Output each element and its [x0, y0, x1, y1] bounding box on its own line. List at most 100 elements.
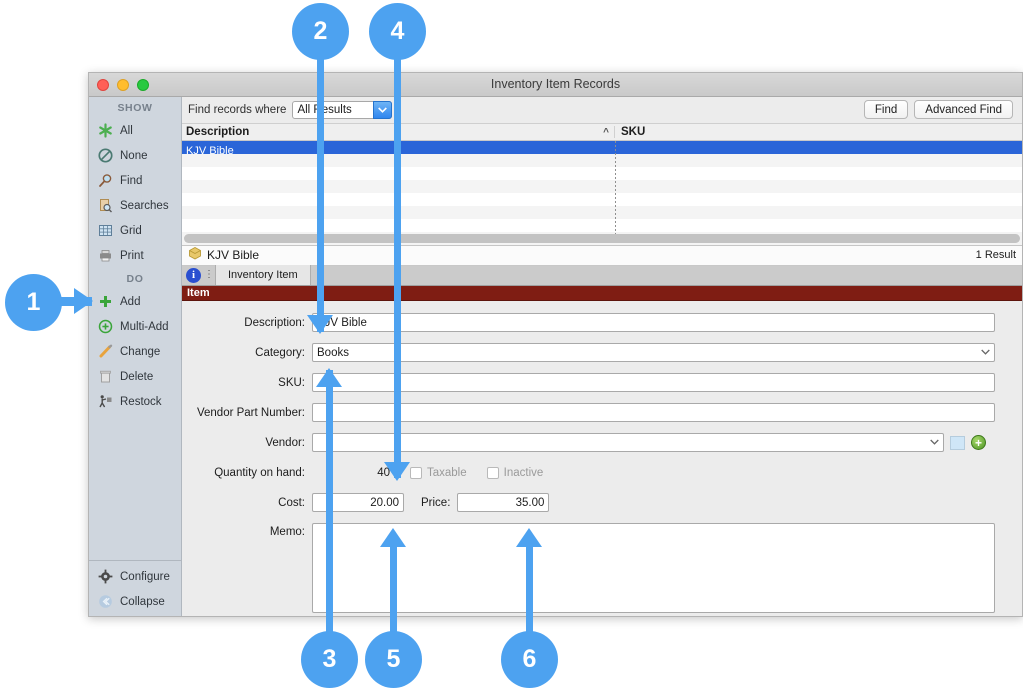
form-row-vendor: Vendor: +: [182, 433, 1022, 453]
vendor-color-swatch[interactable]: [950, 435, 965, 450]
column-header-sku[interactable]: SKU: [621, 125, 646, 138]
tab-inventory-item[interactable]: Inventory Item: [215, 265, 311, 286]
advanced-find-button[interactable]: Advanced Find: [914, 100, 1013, 120]
application-window: Inventory Item Records SHOW: [88, 72, 1023, 617]
memo-label: Memo:: [269, 525, 305, 538]
table-row[interactable]: [182, 205, 1022, 219]
trash-icon: [97, 368, 114, 385]
add-vendor-icon[interactable]: +: [971, 435, 986, 451]
plus-icon: [97, 293, 114, 310]
callout-badge-6: 6: [501, 631, 558, 688]
sidebar-item-restock[interactable]: Restock: [89, 389, 181, 414]
printer-icon: [97, 247, 114, 264]
sidebar-item-all[interactable]: All: [89, 118, 181, 143]
callout-badge-5: 5: [365, 631, 422, 688]
sidebar-item-delete[interactable]: Delete: [89, 364, 181, 389]
sidebar-item-add[interactable]: Add: [89, 289, 181, 314]
table-row[interactable]: [182, 179, 1022, 193]
window-controls[interactable]: [97, 79, 149, 91]
description-field[interactable]: KJV Bible: [312, 313, 995, 333]
callout-leader-5: [390, 545, 397, 633]
column-divider: [615, 140, 616, 245]
multi-add-icon: [97, 318, 114, 335]
pencil-icon: [97, 343, 114, 360]
vendor-label: Vendor:: [265, 436, 305, 449]
sidebar-item-multi-add[interactable]: Multi-Add: [89, 314, 181, 339]
sidebar-item-configure[interactable]: Configure: [89, 564, 181, 589]
find-records-label: Find records where: [188, 103, 287, 116]
find-scope-select[interactable]: All Results: [292, 100, 393, 119]
price-label: Price:: [421, 496, 451, 509]
vendor-part-number-label: Vendor Part Number:: [196, 406, 305, 419]
saved-search-icon: [97, 197, 114, 214]
chevron-down-icon[interactable]: [930, 437, 939, 447]
sidebar-item-label: Change: [120, 345, 161, 358]
sidebar-footer: Configure Collapse: [89, 560, 181, 616]
table-row[interactable]: [182, 193, 1022, 206]
vendor-field[interactable]: [312, 433, 944, 453]
close-button[interactable]: [97, 79, 109, 91]
sidebar-item-change[interactable]: Change: [89, 339, 181, 364]
category-field[interactable]: Books: [312, 343, 995, 363]
callout-leader-4: [394, 58, 401, 478]
form-row-quantity: Quantity on hand: 40 Taxable Inactive: [182, 463, 1022, 483]
horizontal-scrollbar[interactable]: [184, 233, 1020, 243]
sidebar-item-label: Collapse: [120, 595, 165, 608]
sidebar-item-label: Find: [120, 174, 143, 187]
sidebar-item-find[interactable]: Find: [89, 168, 181, 193]
callout-arrow-3: [316, 368, 342, 387]
column-header-description[interactable]: Description ^: [182, 125, 615, 138]
gear-icon: [97, 568, 114, 585]
more-options-icon[interactable]: ⋮: [204, 269, 214, 281]
restock-icon: [97, 393, 114, 410]
section-band-item: Item: [182, 285, 1022, 301]
taxable-checkbox[interactable]: [410, 466, 422, 479]
chevron-down-icon[interactable]: [373, 100, 393, 119]
table-row[interactable]: [182, 153, 1022, 167]
form-row-memo: Memo:: [182, 522, 1022, 613]
find-toolbar: Find records where All Results Find Adva…: [182, 97, 1022, 124]
cell-description: KJV Bible: [186, 144, 234, 157]
zoom-button[interactable]: [137, 79, 149, 91]
form-row-description: Description: KJV Bible: [182, 313, 1022, 333]
list-rows: KJV Bible: [182, 140, 1022, 245]
callout-leader-2: [317, 58, 324, 332]
cost-field[interactable]: 20.00: [312, 493, 404, 513]
sidebar-item-label: Add: [120, 295, 141, 308]
sidebar-item-collapse[interactable]: Collapse: [89, 589, 181, 614]
info-icon[interactable]: i: [186, 267, 201, 283]
form-row-sku: SKU:: [182, 373, 1022, 393]
list-header-row: Description ^ SKU: [182, 123, 1022, 141]
sidebar-item-searches[interactable]: Searches: [89, 193, 181, 218]
chevron-down-icon[interactable]: [981, 347, 990, 357]
records-list[interactable]: Description ^ SKU KJV Bible: [182, 123, 1022, 246]
sidebar-item-label: None: [120, 149, 148, 162]
sidebar-item-label: Restock: [120, 395, 162, 408]
category-value: Books: [317, 346, 349, 359]
table-row[interactable]: KJV Bible: [182, 140, 1022, 157]
minimize-button[interactable]: [117, 79, 129, 91]
inactive-checkbox[interactable]: [486, 466, 499, 479]
cost-label: Cost:: [278, 496, 305, 509]
collapse-icon: [97, 593, 114, 610]
price-field[interactable]: 35.00: [457, 493, 550, 513]
description-label: Description:: [244, 316, 305, 329]
sku-field[interactable]: [312, 373, 995, 393]
vendor-part-number-field[interactable]: [312, 403, 995, 423]
inactive-label: Inactive: [503, 466, 544, 479]
table-row[interactable]: [182, 219, 1022, 232]
sidebar: SHOW All: [89, 97, 182, 616]
sidebar-item-none[interactable]: None: [89, 143, 181, 168]
sidebar-item-label: Multi-Add: [120, 320, 169, 333]
callout-badge-1: 1: [5, 274, 62, 331]
sidebar-item-grid[interactable]: Grid: [89, 218, 181, 243]
callout-arrow-6: [516, 528, 542, 547]
result-count: 1 Result: [975, 249, 1016, 262]
sidebar-item-print[interactable]: Print: [89, 243, 181, 268]
table-row[interactable]: [182, 167, 1022, 180]
form-row-cost-price: Cost: 20.00 Price: 35.00: [182, 493, 1022, 513]
asterisk-icon: [97, 122, 114, 139]
find-button[interactable]: Find: [863, 100, 909, 120]
memo-field[interactable]: [312, 522, 995, 613]
scrollbar-thumb[interactable]: [184, 233, 1020, 243]
